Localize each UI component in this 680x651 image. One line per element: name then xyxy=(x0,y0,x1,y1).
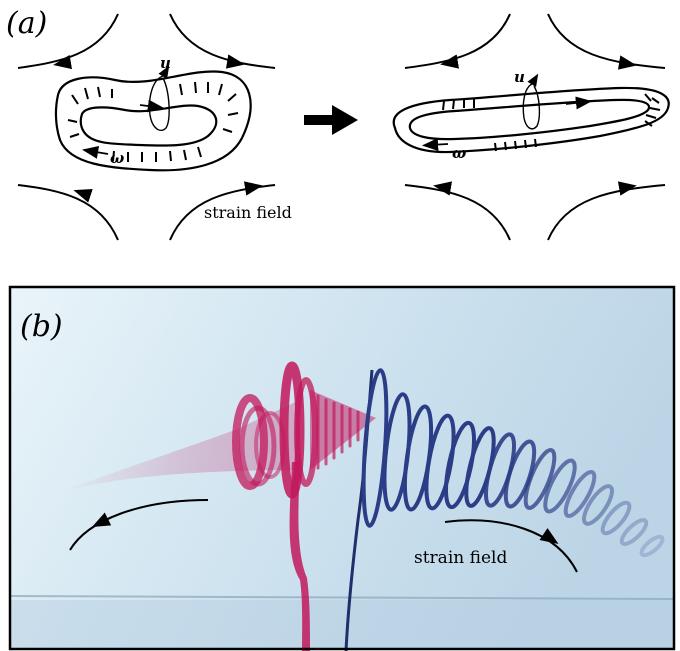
panel-a-label: (a) xyxy=(6,6,47,41)
flow-arrow xyxy=(82,193,88,195)
flow-arrow xyxy=(230,62,236,63)
vorticity-arrow xyxy=(430,144,448,145)
panel-a: (a) xyxy=(6,6,669,240)
velocity-label-right: u xyxy=(514,68,525,86)
tank-floor-shade xyxy=(10,600,674,649)
flow-arrow xyxy=(622,63,628,64)
ring-inner xyxy=(81,106,217,146)
strain-field-right xyxy=(405,14,665,240)
vorticity-label-right: ω xyxy=(452,144,466,162)
streamline-top-right xyxy=(548,14,665,68)
panel-b: strain field (b) xyxy=(10,287,674,651)
streamline-bottom-right xyxy=(548,185,665,240)
flow-arrow xyxy=(442,187,448,188)
vorticity-arrow xyxy=(90,151,108,154)
vorticity-arrow xyxy=(140,105,156,107)
strain-field-label-b: strain field xyxy=(414,548,507,568)
strain-field-label-a: strain field xyxy=(204,203,292,222)
flow-arrow xyxy=(622,187,628,188)
velocity-label-left: u xyxy=(160,54,171,72)
vorticity-label-left: ω xyxy=(110,149,124,167)
flow-arrow xyxy=(248,187,254,188)
panel-b-label: (b) xyxy=(20,309,63,344)
streamline-top-left xyxy=(405,14,510,68)
vortex-ring-right xyxy=(394,88,669,152)
streamline-bottom-left xyxy=(18,185,118,240)
streamline-top-right xyxy=(170,14,275,68)
streamline-bottom-left xyxy=(405,185,510,240)
vorticity-hatches xyxy=(68,82,238,162)
flow-arrow xyxy=(62,63,68,64)
flow-arrow xyxy=(449,62,455,63)
right-arrow-icon xyxy=(304,105,358,135)
